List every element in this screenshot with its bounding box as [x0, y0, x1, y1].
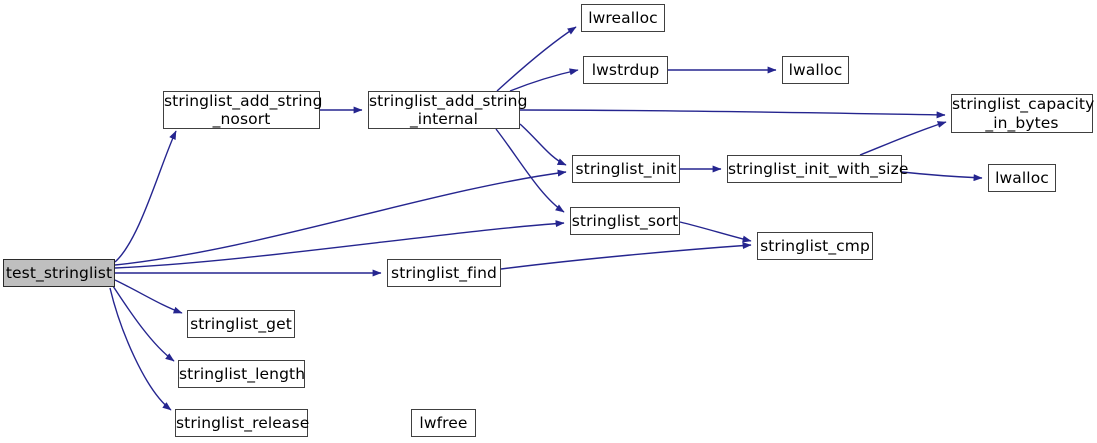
node-label-stringlist_length: stringlist_length: [179, 364, 306, 383]
node-stringlist_cmp[interactable]: stringlist_cmp: [757, 232, 873, 260]
edge-stringlist_init_with_size-to-lwalloc_right: [901, 171, 983, 182]
node-stringlist_add_string_nosort[interactable]: stringlist_add_string _nosort: [163, 91, 323, 129]
edge-stringlist_add_string_internal-to-stringlist_sort: [495, 128, 565, 213]
node-label-stringlist_add_string_nosort: stringlist_add_string _nosort: [164, 91, 323, 128]
node-label-stringlist_init_with_size: stringlist_init_with_size: [728, 159, 909, 178]
node-label-stringlist_capacity_in_bytes: stringlist_capacity _in_bytes: [952, 95, 1095, 132]
node-label-lwfree: lwfree: [419, 413, 468, 432]
edge-test_stringlist-to-stringlist_init: [114, 169, 567, 266]
edge-test_stringlist-to-stringlist_length: [112, 285, 175, 362]
node-label-stringlist_sort: stringlist_sort: [571, 211, 679, 230]
node-label-lwstrdup: lwstrdup: [591, 60, 660, 79]
edge-stringlist_sort-to-stringlist_cmp: [679, 221, 752, 243]
node-label-lwrealloc: lwrealloc: [588, 8, 658, 27]
edge-test_stringlist-to-stringlist_release: [109, 287, 172, 411]
node-label-stringlist_init: stringlist_init: [575, 159, 677, 178]
edge-test_stringlist-to-stringlist_add_string_nosort: [114, 130, 177, 263]
node-stringlist_get[interactable]: stringlist_get: [187, 310, 295, 338]
node-label-stringlist_release: stringlist_release: [176, 413, 310, 432]
edge-stringlist_add_string_internal-to-lwrealloc: [496, 26, 577, 92]
node-label-test_stringlist: test_stringlist: [5, 263, 113, 282]
node-stringlist_add_string_internal[interactable]: stringlist_add_string _internal: [368, 91, 528, 129]
edge-stringlist_find-to-stringlist_cmp: [500, 242, 752, 270]
node-label-stringlist_cmp: stringlist_cmp: [760, 236, 870, 255]
node-lwalloc_right[interactable]: lwalloc: [988, 164, 1056, 192]
node-stringlist_find[interactable]: stringlist_find: [387, 259, 501, 287]
edge-stringlist_add_string_internal-to-stringlist_capacity_in_bytes: [519, 109, 946, 119]
node-stringlist_capacity_in_bytes[interactable]: stringlist_capacity _in_bytes: [951, 94, 1095, 133]
node-lwstrdup[interactable]: lwstrdup: [583, 56, 668, 84]
node-stringlist_release[interactable]: stringlist_release: [175, 409, 310, 437]
edges-group: [109, 26, 983, 411]
node-label-stringlist_find: stringlist_find: [391, 263, 497, 282]
node-label-stringlist_get: stringlist_get: [190, 314, 292, 333]
node-label-stringlist_add_string_internal: stringlist_add_string _internal: [369, 91, 528, 128]
edge-stringlist_add_string_internal-to-stringlist_init: [519, 123, 567, 166]
node-lwrealloc[interactable]: lwrealloc: [581, 4, 665, 32]
node-label-lwalloc_right: lwalloc: [995, 168, 1049, 187]
node-stringlist_length[interactable]: stringlist_length: [178, 360, 305, 388]
node-lwalloc_top[interactable]: lwalloc: [782, 56, 849, 84]
edge-stringlist_init_with_size-to-stringlist_capacity_in_bytes: [859, 121, 947, 156]
edge-test_stringlist-to-stringlist_get: [114, 279, 183, 314]
node-label-lwalloc_top: lwalloc: [788, 60, 843, 79]
edge-stringlist_add_string_internal-to-lwstrdup: [509, 68, 579, 92]
node-stringlist_init_with_size[interactable]: stringlist_init_with_size: [727, 155, 909, 183]
node-test_stringlist[interactable]: test_stringlist: [3, 259, 115, 287]
node-stringlist_init[interactable]: stringlist_init: [572, 155, 680, 183]
node-lwfree[interactable]: lwfree: [411, 409, 476, 437]
node-stringlist_sort[interactable]: stringlist_sort: [570, 207, 680, 235]
